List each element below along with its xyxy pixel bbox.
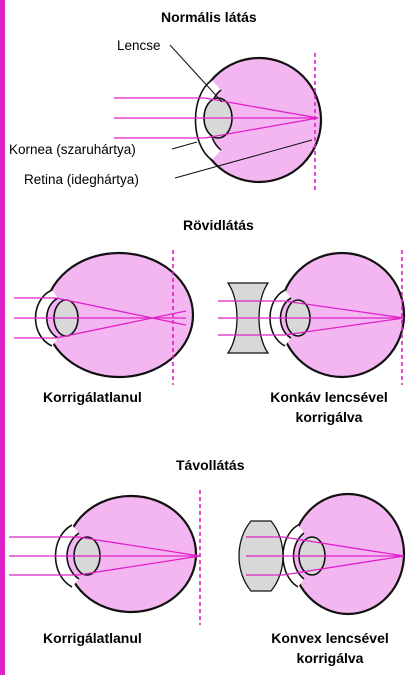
retina-label: Retina (ideghártya) — [24, 172, 139, 187]
lens-label: Lencse — [117, 38, 161, 53]
myopia-corrected-eye — [218, 250, 404, 385]
myopia-title: Rövidlátás — [183, 217, 254, 233]
hyperopia-corrected-caption-line2: korrigálva — [254, 650, 406, 666]
hyperopia-title: Távollátás — [176, 457, 244, 473]
hyperopia-corrected-caption-line1: Konvex lencsével — [254, 630, 406, 646]
normal-vision-eye — [114, 45, 321, 190]
cornea-label: Kornea (szaruhártya) — [9, 142, 136, 157]
myopia-corrected-caption-line1: Konkáv lencsével — [254, 389, 404, 405]
hyperopia-corrected-eye — [239, 494, 404, 614]
hyperopia-uncorrected-caption: Korrigálatlanul — [43, 630, 142, 646]
normal-vision-title: Normális látás — [161, 9, 257, 25]
myopia-uncorrected-caption: Korrigálatlanul — [43, 389, 142, 405]
hyperopia-uncorrected-eye — [9, 490, 200, 625]
myopia-corrected-caption-line2: korrigálva — [254, 409, 404, 425]
myopia-uncorrected-eye — [14, 250, 193, 385]
